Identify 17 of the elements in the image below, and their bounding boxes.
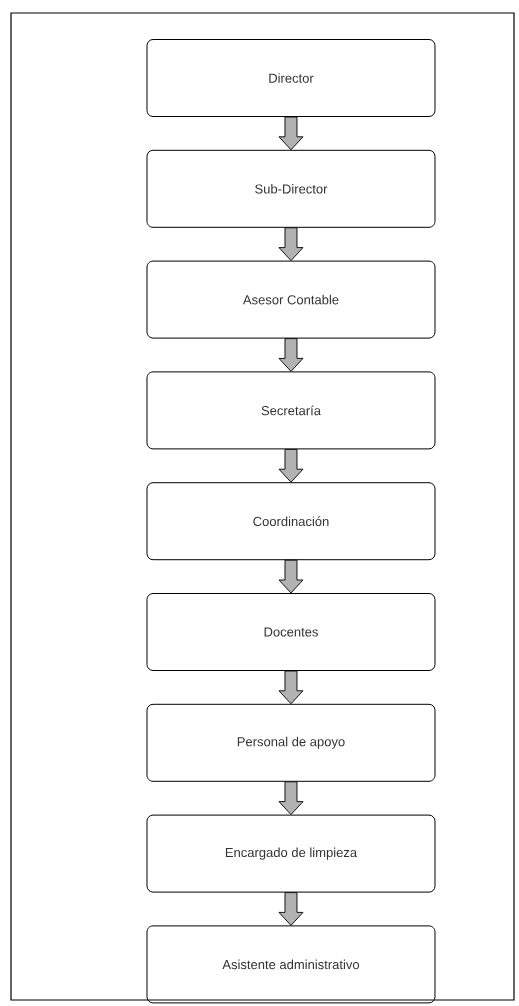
org-box: Director (146, 39, 436, 117)
org-box: Sub-Director (146, 149, 436, 228)
block-arrow (278, 670, 304, 705)
block-arrow (278, 559, 304, 594)
block-arrow (278, 227, 304, 262)
org-box: Personal de apoyo (146, 703, 436, 782)
block-arrow (278, 781, 304, 816)
block-arrow (278, 116, 304, 151)
block-arrow (278, 892, 304, 926)
block-arrow (278, 338, 304, 372)
org-box: Coordinación (146, 482, 436, 561)
org-box: Encargado de limpieza (146, 814, 436, 893)
org-box: Asesor Contable (146, 260, 436, 339)
org-box: Secretaría (146, 371, 436, 450)
org-box: Asistente administrativo (146, 925, 436, 1004)
block-arrow (278, 448, 304, 483)
org-box: Docentes (146, 593, 436, 671)
